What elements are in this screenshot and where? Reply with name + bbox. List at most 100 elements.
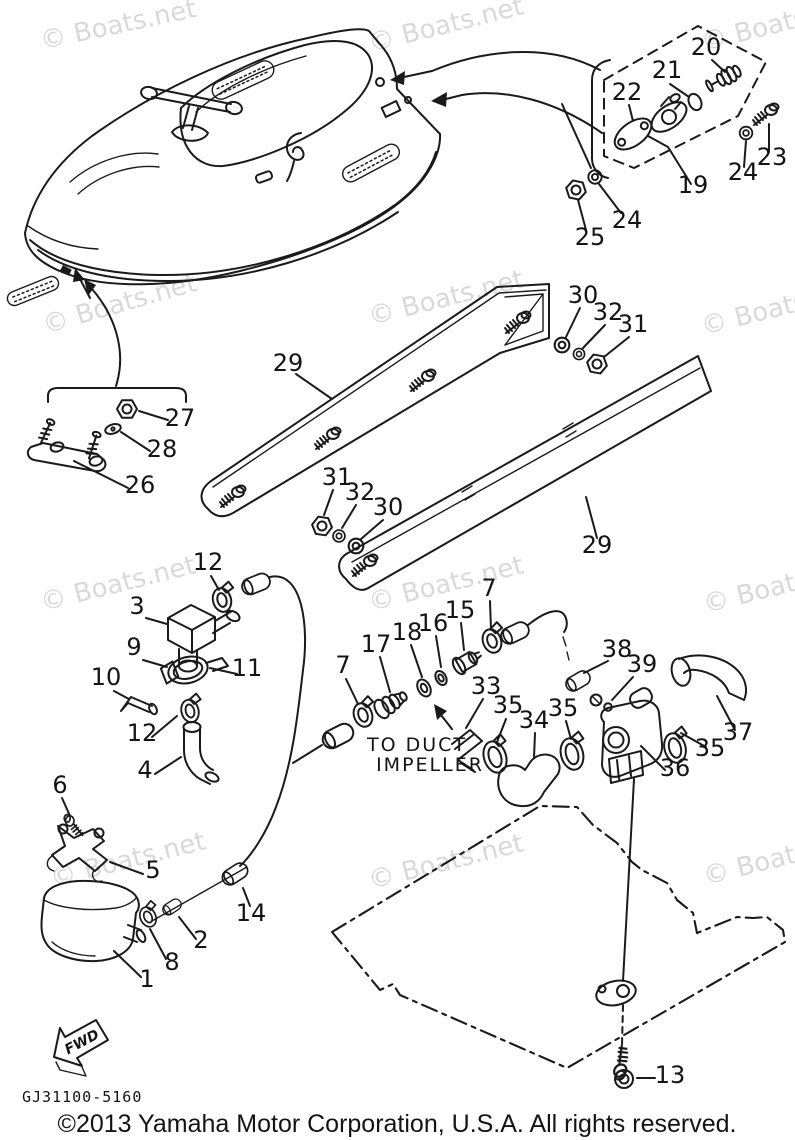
part-number-8: 8	[164, 948, 179, 976]
part-number-30: 30	[373, 493, 404, 521]
cord	[285, 132, 305, 161]
to-duct-label-line1: TO DUCT	[366, 734, 467, 756]
vent-hose-assembly	[113, 570, 570, 867]
tab-11	[205, 657, 229, 672]
part-number-24: 24	[612, 206, 643, 234]
part-number-12: 12	[127, 719, 158, 747]
part-number-2: 2	[193, 926, 208, 954]
boats-net-watermark: © Boats.net	[38, 0, 199, 56]
washer-28	[104, 423, 122, 435]
part-number-6: 6	[52, 771, 67, 799]
part-number-29: 29	[273, 349, 304, 377]
part-number-22: 22	[612, 78, 643, 106]
fwd-label: FWD	[62, 1027, 102, 1058]
mount-5	[51, 825, 108, 872]
part-number-23: 23	[757, 143, 788, 171]
sponson-strip	[341, 143, 401, 183]
part-number-26: 26	[125, 471, 156, 499]
sponson-strip	[6, 275, 60, 307]
part-number-27: 27	[165, 404, 196, 432]
part-number-labels: 2021222324192425293032313132302927282612…	[52, 33, 787, 1089]
part-number-31: 31	[618, 310, 649, 338]
elbow-hose-37	[670, 654, 748, 701]
part-number-37: 37	[723, 718, 754, 746]
washer-16	[434, 669, 448, 687]
fitting-17	[373, 691, 408, 720]
part-number-21: 21	[652, 56, 683, 84]
clamp-35	[663, 725, 688, 764]
part-number-4: 4	[137, 756, 152, 784]
bolt-39	[589, 693, 603, 707]
rail-29-upper	[200, 283, 550, 518]
part-number-31: 31	[322, 463, 353, 491]
watercraft-illustration	[6, 28, 442, 307]
boats-net-watermark: © Boats.net	[365, 0, 526, 59]
copyright-line: ©2013 Yamaha Motor Corporation, U.S.A. A…	[58, 1110, 737, 1138]
part-number-35: 35	[548, 694, 579, 722]
part-code: GJ31100-5160	[22, 1088, 142, 1106]
seat	[179, 39, 373, 168]
part-number-32: 32	[345, 478, 376, 506]
part-number-19: 19	[678, 171, 709, 199]
flange-19	[650, 101, 688, 133]
part-number-20: 20	[691, 33, 722, 61]
boats-net-watermark: © Boats	[700, 837, 795, 892]
nut-25	[563, 178, 589, 202]
part-number-7: 7	[335, 651, 350, 679]
part-number-36: 36	[660, 754, 691, 782]
bracket-group	[26, 279, 187, 489]
to-duct-label-line2: IMPELLER	[376, 754, 484, 776]
washer-30	[553, 336, 571, 354]
gasket-22	[613, 117, 653, 151]
clip-33	[451, 729, 483, 773]
tube-38	[562, 667, 594, 695]
part-number-13: 13	[655, 1061, 686, 1089]
tank-assembly	[40, 797, 252, 978]
part-number-38: 38	[602, 635, 633, 663]
sponson-rails	[200, 283, 712, 591]
long-hose	[239, 575, 307, 867]
part-number-33: 33	[471, 672, 502, 700]
part-number-34: 34	[519, 706, 550, 734]
part-number-35: 35	[493, 691, 524, 719]
clamp-35	[559, 730, 585, 771]
outlet-fitting-assembly	[434, 654, 748, 808]
rail-29-lower	[338, 355, 712, 591]
boats-net-watermark: © Boats.net	[37, 550, 198, 617]
boats-net-watermark: © Boats	[698, 287, 795, 342]
clamp-12	[208, 579, 240, 615]
part-number-7: 7	[481, 574, 496, 602]
part-number-1: 1	[139, 965, 154, 993]
part-number-30: 30	[568, 281, 599, 309]
part-number-28: 28	[147, 435, 178, 463]
nut-31	[309, 514, 335, 538]
handlebar	[140, 85, 243, 142]
part-number-10: 10	[91, 663, 122, 691]
fitting-15	[451, 650, 482, 676]
part-number-14: 14	[236, 899, 267, 927]
washer-24	[587, 169, 603, 185]
part-number-12: 12	[193, 548, 224, 576]
part-number-17: 17	[361, 630, 392, 658]
hose-4	[183, 728, 211, 785]
part-number-32: 32	[593, 298, 624, 326]
elbow-hose-34	[497, 753, 561, 808]
part-number-24: 24	[728, 158, 759, 186]
pin-10	[120, 696, 153, 713]
clamp-12	[176, 691, 207, 726]
washer-24	[738, 125, 754, 141]
plug-20	[705, 64, 742, 93]
screw-23	[752, 102, 780, 126]
part-number-39: 39	[627, 650, 658, 678]
part-number-29: 29	[582, 531, 613, 559]
elbow-3	[167, 604, 216, 654]
drain-fitting-group	[561, 25, 780, 231]
clamp-9	[159, 655, 209, 685]
part-number-16: 16	[418, 609, 449, 637]
stern-callout-arrows	[390, 51, 603, 134]
part-number-25: 25	[575, 223, 606, 251]
part-number-9: 9	[126, 633, 141, 661]
washer-18	[416, 678, 432, 698]
